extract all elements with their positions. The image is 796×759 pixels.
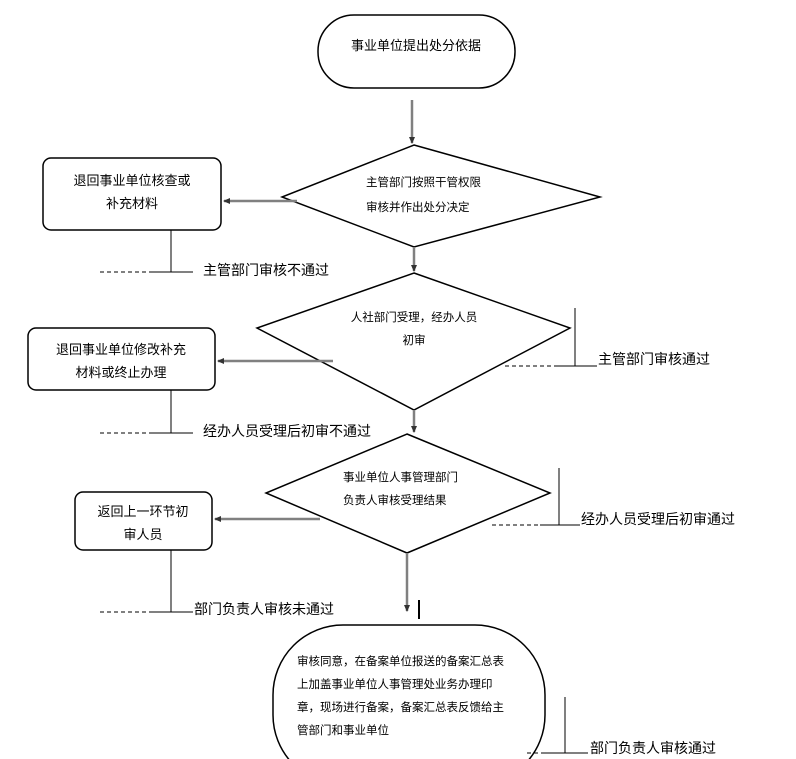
label-fail-2: 经办人员受理后初审不通过 [203,423,371,440]
return-1-line-2: 补充材料 [106,196,158,212]
decision-2: 人社部门受理，经办人员 初审 [255,272,572,411]
label-fail-1: 主管部门审核不通过 [203,263,329,279]
return-2-line-1: 退回事业单位修改补充 [56,342,186,358]
return-box-3: 返回上一环节初 审人员 [74,491,213,551]
decision-3-line-2: 负责人审核受理结果 [343,493,447,507]
decision-1-line-2: 审核并作出处分决定 [366,200,470,214]
end-line-3: 章，现场进行备案，备案汇总表反馈给主 [297,700,504,714]
decision-1: 主管部门按照干管权限 审核并作出处分决定 [279,144,603,248]
end-line-1: 审核同意，在备案单位报送的备案汇总表 [297,654,504,668]
return-3-line-2: 审人员 [123,528,162,543]
end-line-2: 上加盖事业单位人事管理处业务办理印 [297,677,493,691]
label-pass-2: 经办人员受理后初审通过 [581,511,735,528]
return-2-line-2: 材料或终止办理 [75,365,166,381]
end-terminal: 审核同意，在备案单位报送的备案汇总表 上加盖事业单位人事管理处业务办理印 章，现… [272,624,546,759]
connector-fail-3 [150,550,193,613]
connector-pass-1 [555,308,597,367]
end-line-4: 管部门和事业单位 [297,723,389,737]
decision-1-line-1: 主管部门按照干管权限 [366,175,481,189]
label-pass-3: 部门负责人审核通过 [590,741,716,757]
start-text: 事业单位提出处分依据 [351,38,481,54]
decision-2-line-1: 人社部门受理，经办人员 [351,310,478,324]
decision-2-line-2: 初审 [403,333,426,347]
connector-fail-1 [150,230,193,273]
label-pass-1: 主管部门审核通过 [598,352,710,368]
decision-3: 事业单位人事管理部门 负责人审核受理结果 [264,433,552,554]
decision-3-line-1: 事业单位人事管理部门 [343,470,458,484]
return-3-line-1: 返回上一环节初 [97,505,188,520]
start-terminal: 事业单位提出处分依据 [317,14,516,89]
connector-pass-2 [540,468,580,526]
return-box-2: 退回事业单位修改补充 材料或终止办理 [27,327,216,391]
return-box-1: 退回事业单位核查或 补充材料 [42,157,222,231]
label-fail-3: 部门负责人审核未通过 [194,602,334,618]
return-1-line-1: 退回事业单位核查或 [73,174,190,189]
connector-fail-2 [150,390,193,434]
connector-pass-3 [545,697,588,754]
